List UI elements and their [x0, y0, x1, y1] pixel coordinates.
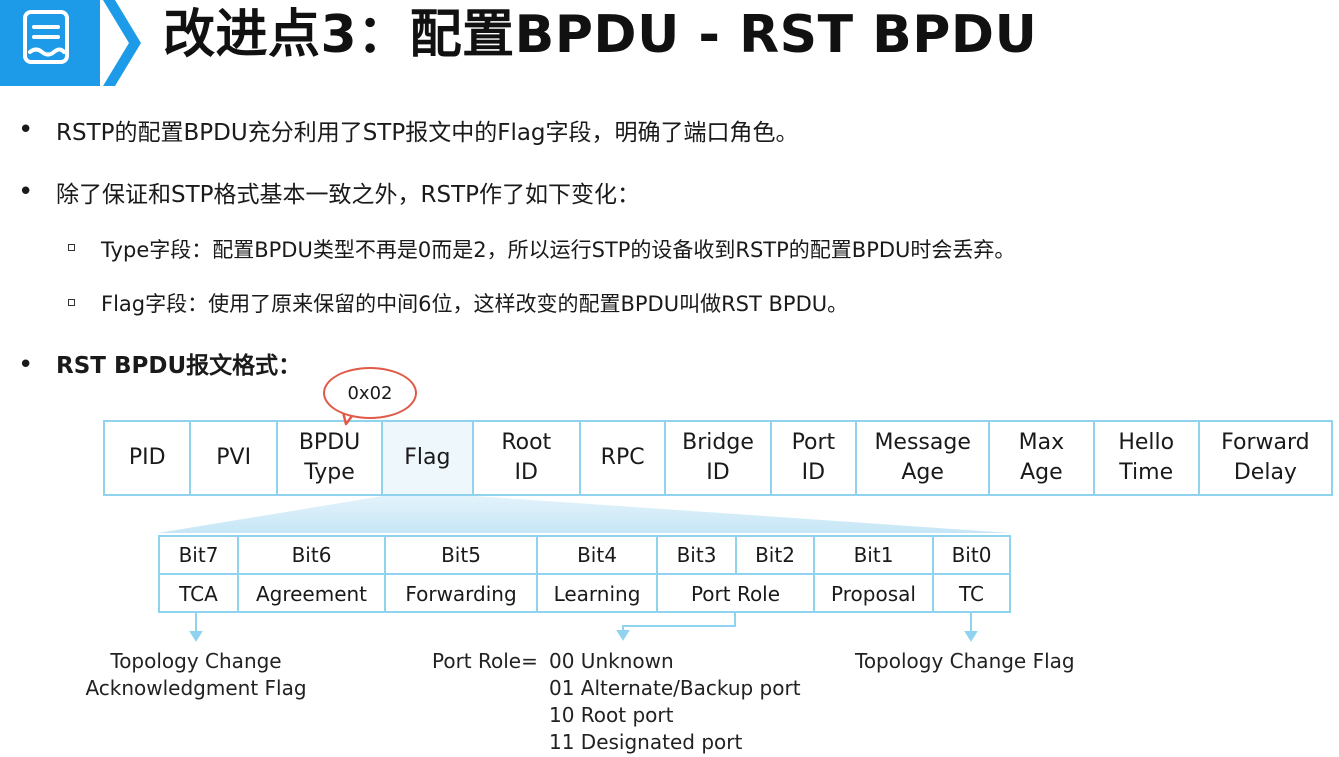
bit-meaning: TCA	[160, 575, 239, 613]
bpdu-field: Bridge ID	[666, 422, 772, 494]
bullet-marker: •	[18, 177, 34, 207]
bit-meaning: TC	[958, 582, 984, 606]
bpdu-field: Forward Delay	[1221, 430, 1310, 485]
bpdu-format-table: PID PVI BPDU Type Flag Root ID RPC Bridg…	[103, 420, 1333, 496]
bullet-marker: •	[18, 350, 34, 380]
bit-meaning: Learning	[538, 575, 658, 613]
bit-meaning: Proposal	[815, 575, 934, 613]
bit-meaning: Forwarding	[386, 575, 538, 613]
bpdu-field-flag: Flag	[383, 422, 474, 494]
bullet-marker: •	[18, 115, 34, 145]
bit-meaning: Agreement	[239, 575, 386, 613]
bpdu-field: Port ID	[772, 422, 858, 494]
title-chevron-decoration	[103, 0, 141, 86]
sub-bullet-text: Type字段：配置BPDU类型不再是0而是2，所以运行STP的设备收到RSTP的…	[101, 238, 1016, 262]
page-title: 改进点3：配置BPDU - RST BPDU	[163, 5, 1038, 65]
port-role-label: Port Role=	[432, 649, 538, 673]
bpdu-field: Hello Time	[1095, 422, 1200, 494]
tca-description: Topology Change Acknowledgment Flag	[85, 649, 307, 700]
bpdu-field: Root ID	[474, 422, 581, 494]
bits-header-row: Bit7 Bit6 Bit5 Bit4 Bit3 Bit2 Bit1 Bit0	[160, 537, 1009, 575]
tc-description: Topology Change Flag	[855, 649, 1075, 673]
bit-header: Bit5	[386, 537, 538, 573]
bit-header: Bit3	[658, 537, 737, 573]
type-value-callout: 0x02	[323, 367, 417, 419]
bit-header: Bit2	[737, 537, 815, 573]
bpdu-field: PID	[105, 422, 192, 494]
bit-header: Bit1	[815, 537, 934, 573]
bpdu-field: PVI	[191, 422, 278, 494]
bit-meaning: Port Role	[658, 575, 815, 613]
bpdu-field: Message Age	[857, 422, 991, 494]
port-role-values: 00 Unknown 01 Alternate/Backup port 10 R…	[549, 649, 801, 754]
bpdu-field: RPC	[581, 422, 667, 494]
bits-meaning-row: TCA Agreement Forwarding Learning Port R…	[160, 575, 1009, 613]
sub-bullet-marker	[68, 244, 75, 251]
bit-header: Bit0	[951, 543, 992, 567]
flag-bits-table: Bit7 Bit6 Bit5 Bit4 Bit3 Bit2 Bit1 Bit0 …	[158, 535, 1011, 613]
bit-header: Bit7	[160, 537, 239, 573]
bpdu-field: BPDU Type	[278, 422, 384, 494]
bpdu-field: Max Age	[990, 422, 1095, 494]
bullet-text-bold: RST BPDU报文格式：	[56, 353, 302, 379]
title-icon-box	[0, 0, 100, 86]
document-icon	[23, 10, 69, 64]
bullet-text: RSTP的配置BPDU充分利用了STP报文中的Flag字段，明确了端口角色。	[56, 120, 799, 146]
bit-header: Bit6	[239, 537, 386, 573]
bit-header: Bit4	[538, 537, 658, 573]
sub-bullet-text: Flag字段：使用了原来保留的中间6位，这样改变的配置BPDU叫做RST BPD…	[101, 292, 849, 316]
sub-bullet-marker	[68, 299, 75, 306]
bullet-text: 除了保证和STP格式基本一致之外，RSTP作了如下变化：	[56, 182, 641, 208]
